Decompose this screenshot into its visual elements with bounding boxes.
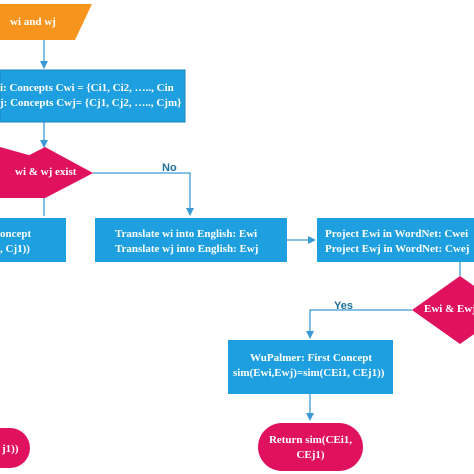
edge-label-no: No	[162, 162, 177, 174]
edge-label-yes: Yes	[334, 300, 353, 312]
edge-ew-yes-to-wupalmer	[306, 309, 412, 339]
project-box	[317, 218, 474, 262]
ew-decision-diamond	[412, 276, 474, 344]
return-terminal-left	[0, 428, 30, 468]
return-terminal	[258, 423, 363, 471]
left-concept-box	[0, 218, 66, 262]
concepts-box	[0, 69, 186, 123]
wupalmer-box	[228, 340, 393, 394]
input-parallelogram	[0, 4, 92, 40]
edge-exist-no-to-translate	[93, 172, 194, 216]
translate-box	[95, 218, 287, 262]
